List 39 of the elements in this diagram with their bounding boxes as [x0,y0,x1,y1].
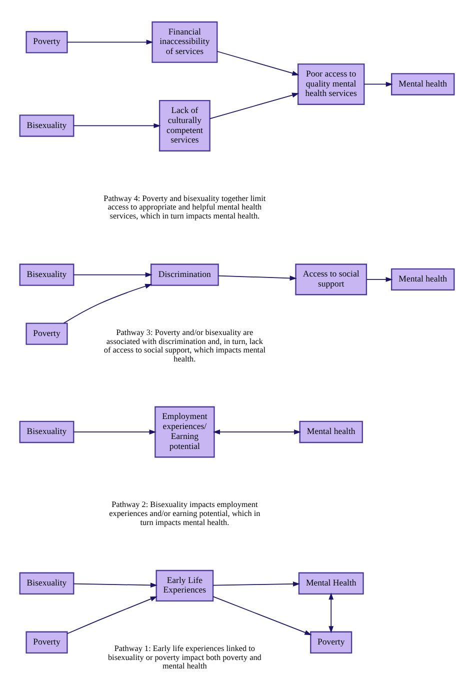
arrow [212,596,312,635]
arrow [73,429,156,434]
label: Pathway 4: Poverty and bisexuality together limit access to appropriate and helpful mental health services, which in turn impacts mental health. [104,193,266,220]
node-box: Bisexuality [19,420,74,443]
arrow [216,50,300,76]
label: Pathway 1: Early life experiences linked to bisexuality or poverty impact both poverty and mental health [108,644,262,670]
label: Pathway 2: Bisexuality impacts employment experiences and/or earning potential, which in turn impacts mental health. [109,500,260,526]
node-box: Poverty [26,30,68,53]
node-box: Mental health [391,72,455,95]
arrow [213,429,302,434]
node-box: Access to social support [295,263,368,295]
arrow [364,81,393,86]
node-box: Bisexuality [19,114,74,136]
node-box: Mental Health [298,572,364,594]
arrow [63,283,152,324]
arrow [73,272,152,277]
node-box: Poverty [26,630,68,654]
arrow [66,596,158,634]
node-box: Mental health [391,268,455,290]
arrow [66,39,154,44]
arrow [366,276,393,282]
arrow [328,592,334,633]
node-box: Poverty [26,322,68,344]
node-box: Lack of culturally competent services [158,100,210,151]
node-box: Poor access to quality mental health services [298,62,365,104]
arrow [73,582,158,588]
arrow [73,122,161,128]
node-box: Bisexuality [19,572,74,594]
node-box: Early Life Experiences [156,569,214,601]
arrow [218,274,297,280]
label: Pathway 3: Poverty and/or bisexuality are associated with discrimination and, in turn, lack of access to social support, which impacts mental health. [104,328,266,363]
arrow [212,581,300,586]
node-box: Poverty [310,630,352,654]
node-box: Bisexuality [19,263,74,286]
node-box: Mental health [299,420,363,443]
node-box: Employment experiences/ Earning potential [154,406,215,458]
node-box: Discrimination [150,263,219,286]
node-box: Financial inaccessibility of services [152,20,218,62]
arrow [209,92,300,119]
